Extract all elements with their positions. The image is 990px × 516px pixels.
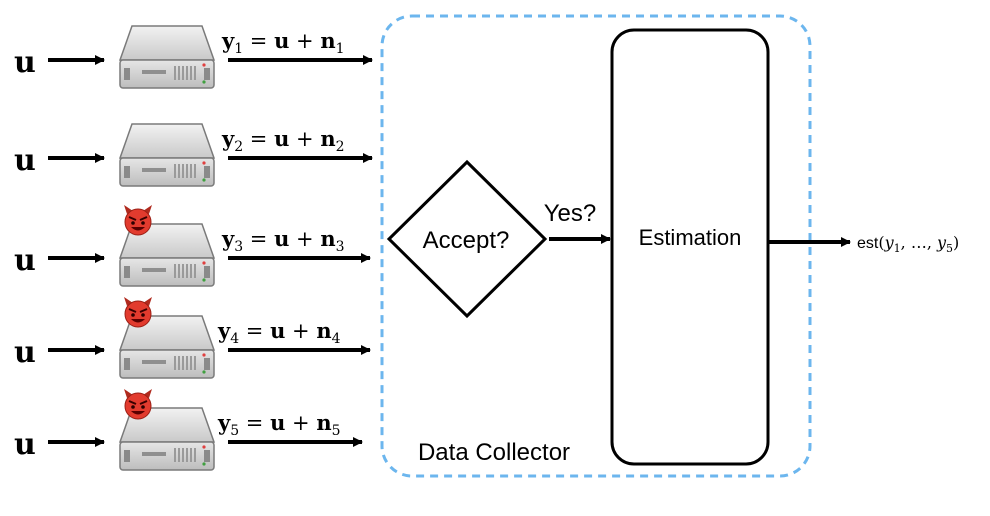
- eq-n: n: [320, 126, 335, 151]
- eq-y-sub: 1: [234, 41, 243, 57]
- server-icon: [118, 25, 216, 89]
- eq-u: u: [274, 226, 289, 251]
- output-sub5: 5: [946, 242, 953, 255]
- input-row: uy3 = u + n3: [14, 205, 371, 287]
- eq-y: y: [221, 28, 235, 53]
- observation-equation: y3 = u + n3: [221, 226, 345, 255]
- input-u-label: u: [14, 143, 36, 178]
- eq-n-sub: 5: [332, 423, 341, 439]
- input-u-label: u: [14, 335, 36, 370]
- eq-u: u: [270, 318, 285, 343]
- accept-label: Accept?: [423, 227, 510, 254]
- data-collector-label: Data Collector: [418, 439, 570, 466]
- input-row: uy1 = u + n1: [14, 25, 373, 89]
- output-label: est(y1, …, y5): [857, 233, 959, 255]
- input-row: uy4 = u + n4: [14, 297, 371, 379]
- eq-n-sub: 3: [336, 239, 345, 255]
- output-dots: …: [911, 233, 927, 252]
- eq-y: y: [217, 410, 231, 435]
- estimation-label: Estimation: [639, 225, 742, 250]
- server-icon: [118, 407, 216, 471]
- devil-icon: [124, 389, 152, 420]
- eq-y-sub: 4: [230, 331, 239, 347]
- observation-equation: y1 = u + n1: [221, 28, 345, 57]
- eq-y: y: [217, 318, 231, 343]
- yes-label: Yes?: [544, 200, 597, 227]
- eq-u: u: [274, 126, 289, 151]
- eq-n-sub: 4: [332, 331, 341, 347]
- input-u-label: u: [14, 427, 36, 462]
- devil-icon: [124, 205, 152, 236]
- observation-equation: y5 = u + n5: [217, 410, 341, 439]
- eq-y: y: [221, 226, 235, 251]
- output-sub1: 1: [894, 242, 901, 255]
- input-u-label: u: [14, 45, 36, 80]
- eq-n: n: [320, 28, 335, 53]
- eq-n-sub: 1: [336, 41, 345, 57]
- eq-n: n: [316, 318, 331, 343]
- eq-n: n: [320, 226, 335, 251]
- observation-equation: y2 = u + n2: [221, 126, 345, 155]
- eq-y-sub: 5: [230, 423, 239, 439]
- eq-u: u: [274, 28, 289, 53]
- eq-y-sub: 2: [234, 139, 243, 155]
- estimation-box: [610, 28, 770, 466]
- eq-u: u: [270, 410, 285, 435]
- output-prefix: est: [857, 235, 879, 252]
- eq-y: y: [221, 126, 235, 151]
- input-u-label: u: [14, 243, 36, 278]
- accept-decision: Accept?: [386, 159, 548, 319]
- output-y1: y: [884, 233, 895, 252]
- devil-icon: [124, 297, 152, 328]
- observation-equation: y4 = u + n4: [217, 318, 341, 347]
- eq-n: n: [316, 410, 331, 435]
- input-row: uy2 = u + n2: [14, 123, 373, 187]
- output-y5: y: [936, 233, 947, 252]
- eq-n-sub: 2: [336, 139, 345, 155]
- eq-y-sub: 3: [234, 239, 243, 255]
- data-collector-region: [380, 14, 812, 478]
- input-row: uy5 = u + n5: [14, 389, 363, 471]
- server-icon: [118, 123, 216, 187]
